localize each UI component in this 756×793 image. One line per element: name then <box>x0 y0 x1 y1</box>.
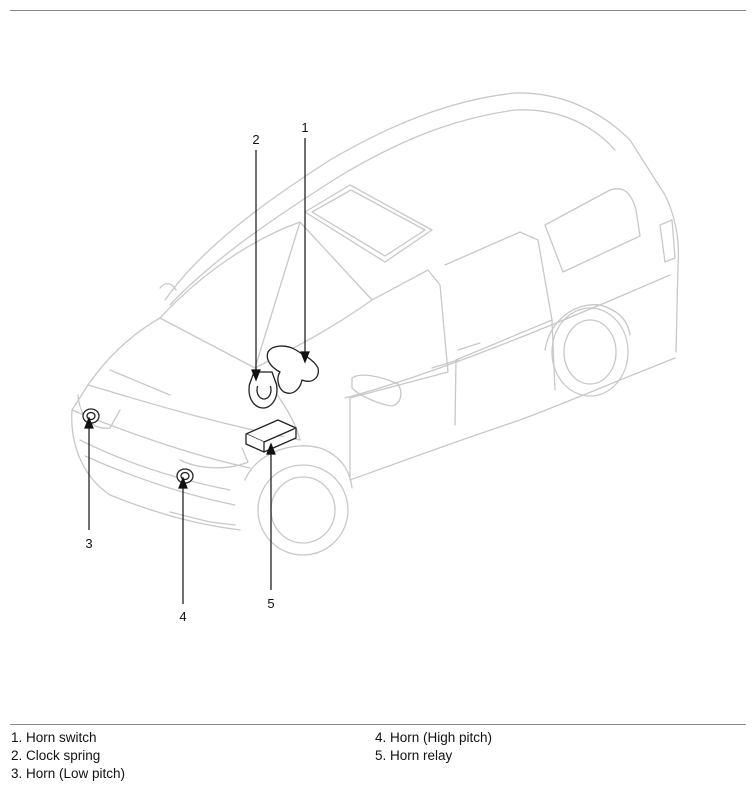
callout-5: 5 <box>267 596 274 611</box>
clock-spring-part <box>248 371 278 409</box>
legend-column-right: 4. Horn (High pitch) 5. Horn relay <box>375 729 492 765</box>
legend-column-left: 1. Horn switch 2. Clock spring 3. Horn (… <box>11 729 125 783</box>
high-pitch-horn-part <box>176 468 194 484</box>
legend-item-horn-high-pitch: 4. Horn (High pitch) <box>375 730 493 745</box>
vehicle-outline <box>71 92 680 556</box>
top-rule <box>10 10 746 11</box>
legend-item-horn-relay: 5. Horn relay <box>375 748 453 763</box>
low-pitch-horn-part <box>82 408 100 424</box>
legend-item-clock-spring: 2. Clock spring <box>11 748 101 763</box>
legend-rule <box>10 724 746 725</box>
vehicle-horn-location-diagram: 1 2 3 4 5 <box>71 92 680 624</box>
legend-item-horn-switch: 1. Horn switch <box>11 730 97 745</box>
leader-lines <box>84 138 310 604</box>
callout-1: 1 <box>301 120 308 135</box>
legend-item-horn-low-pitch: 3. Horn (Low pitch) <box>11 766 126 781</box>
callout-2: 2 <box>252 132 259 147</box>
callout-4: 4 <box>179 609 186 624</box>
callout-3: 3 <box>85 536 92 551</box>
